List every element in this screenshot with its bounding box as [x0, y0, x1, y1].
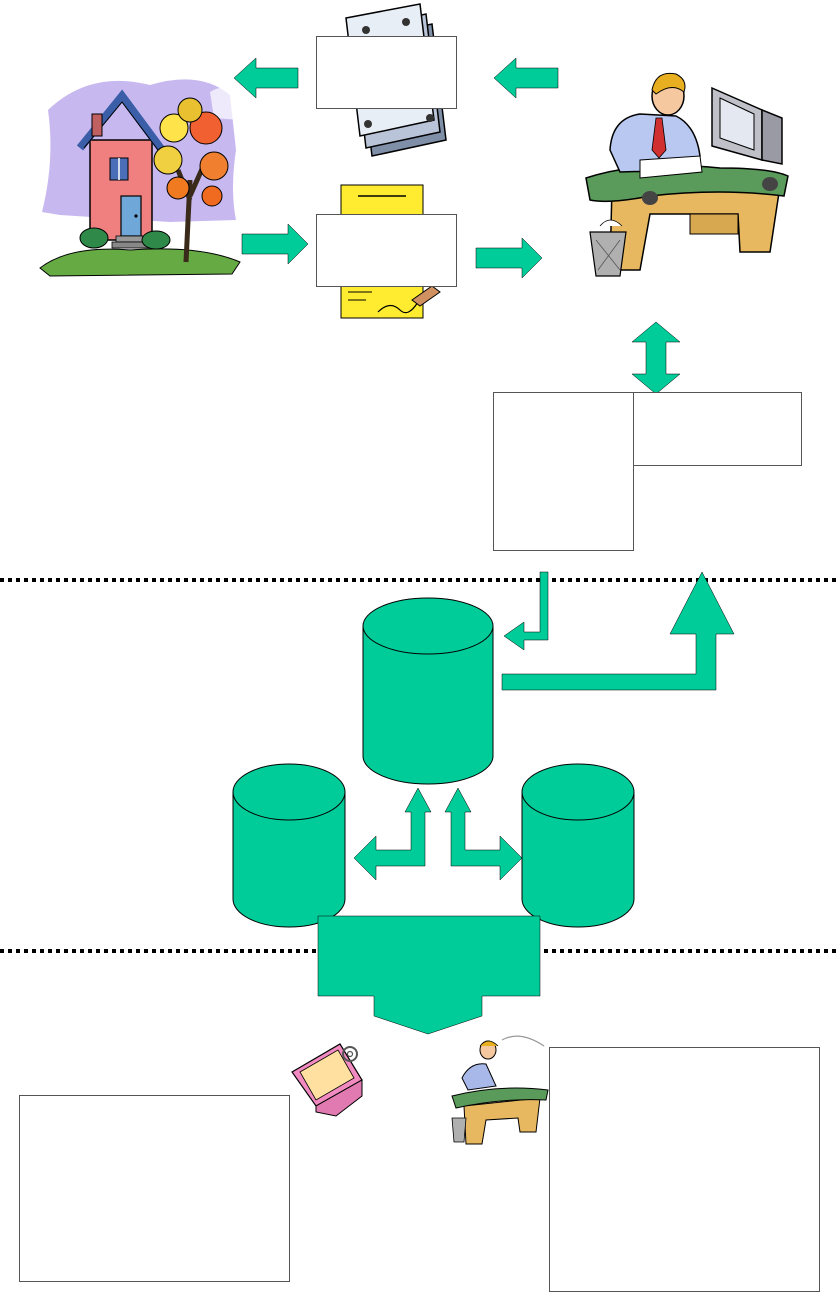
document-label-box — [316, 214, 457, 287]
bottom-left-output-box — [19, 1095, 290, 1282]
arrow-clerk-to-money — [493, 57, 559, 99]
database-cylinder-central — [362, 597, 494, 785]
house-clipart-icon — [39, 79, 241, 277]
arrow-document-to-clerk — [475, 237, 543, 279]
money-label-box — [316, 36, 457, 109]
database-cylinder-left — [232, 763, 346, 928]
arrow-down-to-outputs — [317, 915, 541, 1035]
clerk-box-wide — [633, 392, 802, 466]
fork-arrow-central-to-left — [353, 787, 432, 881]
bottom-right-output-box — [549, 1047, 820, 1292]
small-clerk-at-desk-icon — [451, 1035, 549, 1145]
arrow-money-to-house — [233, 57, 299, 99]
arrow-out-of-central-database — [501, 571, 735, 691]
laptop-email-icon — [291, 1043, 363, 1117]
clerk-box-tall — [493, 392, 634, 551]
arrow-house-to-document — [241, 223, 309, 265]
arrow-into-central-database — [503, 571, 549, 651]
clerk-at-computer-icon — [585, 72, 789, 277]
double-arrow-clerk-boxes — [631, 321, 681, 395]
fork-arrow-central-to-right — [444, 787, 523, 881]
database-cylinder-right — [521, 763, 635, 928]
